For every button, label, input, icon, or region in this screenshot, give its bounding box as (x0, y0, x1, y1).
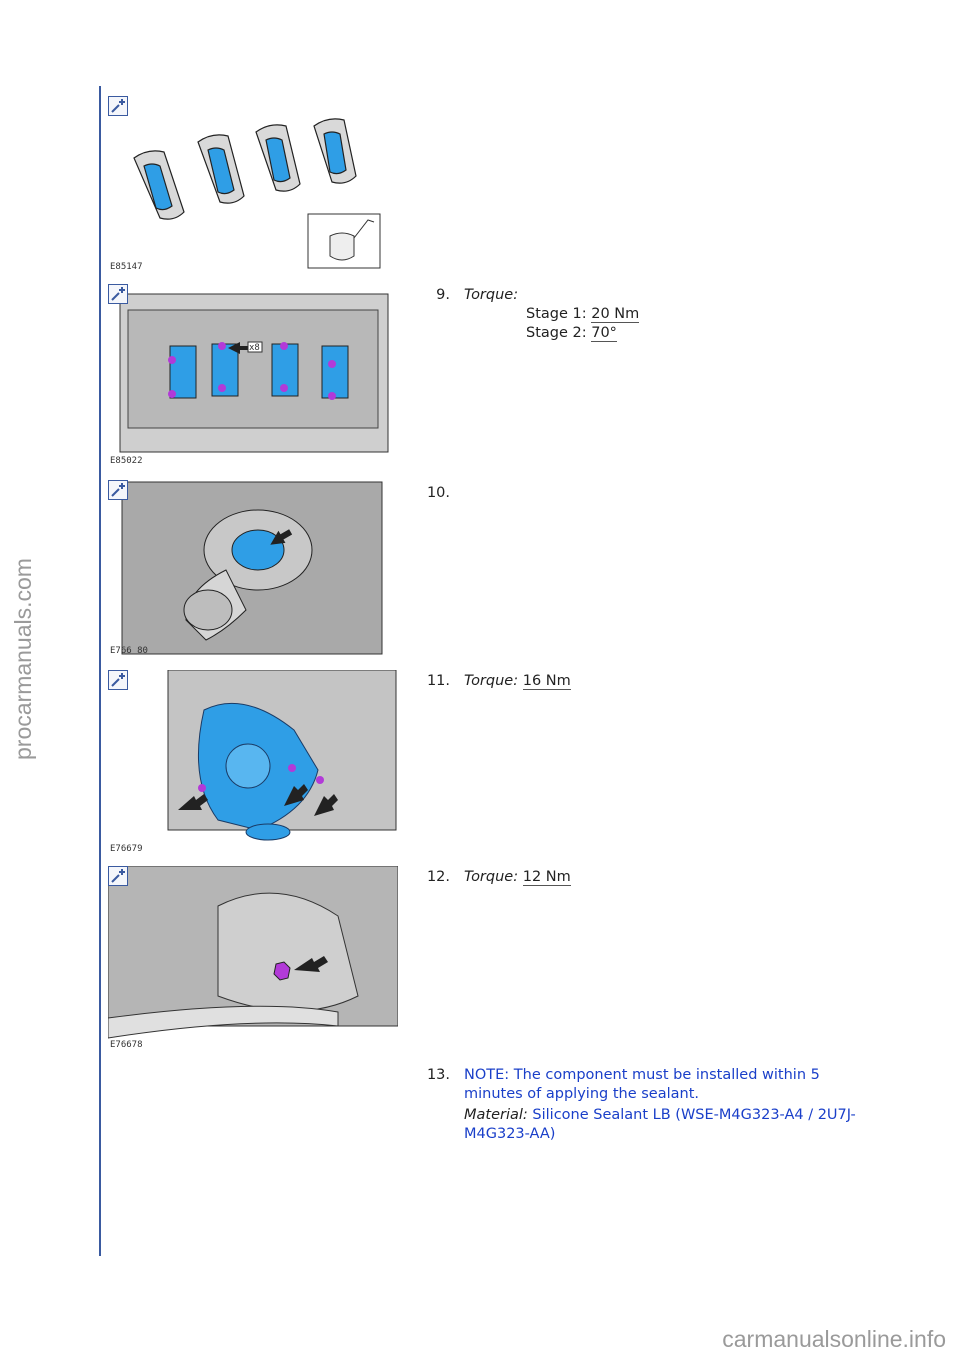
torque-value[interactable]: 16 Nm (522, 673, 571, 690)
torque-stage-2: Stage 2: 70° (464, 324, 884, 343)
margin-rule (99, 86, 101, 1256)
figure-caption: E76679 (110, 844, 143, 854)
step-number: 13. (426, 1067, 450, 1083)
torque-label: Torque: (464, 287, 519, 303)
step-number: 11. (426, 673, 450, 689)
figure-callout: x8 (249, 343, 260, 353)
zoom-plus-icon[interactable] (108, 670, 128, 690)
torque-value[interactable]: 12 Nm (522, 869, 571, 886)
stage-label: Stage 2: (526, 325, 587, 341)
material-label: Material: (464, 1107, 528, 1123)
step-number: 9. (436, 287, 450, 303)
figure-caption: E85147 (110, 262, 143, 272)
torque-label: Torque: (464, 673, 519, 689)
stage-value[interactable]: 70° (591, 325, 617, 342)
zoom-plus-icon[interactable] (108, 866, 128, 886)
figure-crankshaft-seal: E766 80 (108, 480, 384, 658)
torque-stage-1: Stage 1: 20 Nm (464, 305, 884, 324)
figure-bearing-caps: E85147 (108, 96, 384, 274)
step-body: Torque: Stage 1: 20 Nm Stage 2: 70° (464, 286, 884, 343)
figure-caption: E766 80 (110, 646, 148, 656)
material-value[interactable]: Silicone Sealant LB (WSE-M4G323-A4 / 2U7… (464, 1107, 856, 1142)
step-body: Torque: 16 Nm (464, 672, 884, 691)
figure-oil-pan-bolt: E76678 (108, 866, 398, 1052)
figure-oil-pump: E76679 (108, 670, 398, 856)
material-line: Material: Silicone Sealant LB (WSE-M4G32… (464, 1106, 864, 1144)
zoom-plus-icon[interactable] (108, 96, 128, 116)
figure-cylinder-block: E85022 x8 (108, 284, 392, 468)
zoom-plus-icon[interactable] (108, 284, 128, 304)
step-body: Torque: 12 Nm (464, 868, 884, 887)
torque-label: Torque: (464, 869, 519, 885)
step-number: 12. (426, 869, 450, 885)
step-note: NOTE: The component must be installed wi… (464, 1067, 820, 1102)
stage-value[interactable]: 20 Nm (591, 306, 640, 323)
figure-caption: E76678 (110, 1040, 143, 1050)
watermark-bottom: carmanualsonline.info (722, 1326, 946, 1352)
figure-caption: E85022 (110, 456, 143, 466)
step-body: NOTE: The component must be installed wi… (464, 1066, 864, 1144)
stage-label: Stage 1: (526, 306, 587, 322)
step-number: 10. (426, 485, 450, 501)
zoom-plus-icon[interactable] (108, 480, 128, 500)
watermark-left: procarmanuals.com (10, 558, 36, 760)
